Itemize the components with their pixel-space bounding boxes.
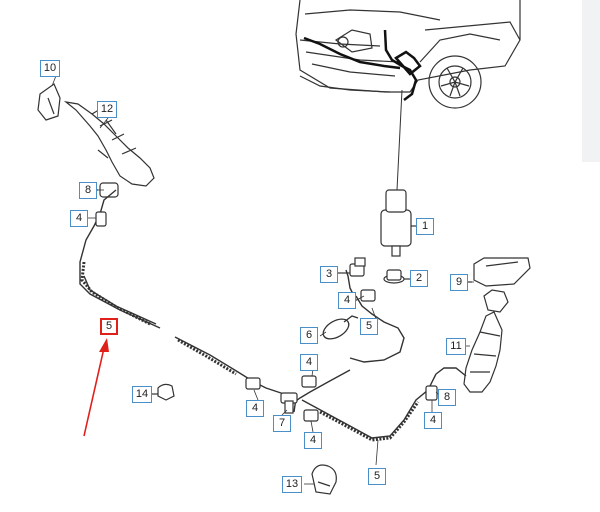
callout-11[interactable]: 11 — [446, 338, 466, 355]
callout-10[interactable]: 10 — [40, 60, 60, 77]
callout-5-b[interactable]: 5 — [360, 318, 378, 335]
highlight-arrow — [83, 338, 109, 437]
callout-4-c[interactable]: 4 — [300, 354, 318, 371]
callout-9[interactable]: 9 — [450, 274, 468, 291]
callout-8-b[interactable]: 8 — [438, 389, 456, 406]
t-piece-part — [280, 392, 298, 414]
callout-12[interactable]: 12 — [97, 101, 117, 118]
callout-4-f[interactable]: 4 — [424, 412, 442, 429]
hose-connectors — [95, 211, 438, 422]
vehicle-illustration — [295, 0, 521, 109]
callout-4-d[interactable]: 4 — [246, 400, 264, 417]
callout-14[interactable]: 14 — [132, 386, 152, 403]
grommet-part — [383, 269, 412, 284]
callout-5-c[interactable]: 5 — [368, 468, 386, 485]
callout-1[interactable]: 1 — [416, 218, 434, 235]
callout-leaders — [51, 67, 474, 485]
retaining-strap-part — [322, 315, 359, 340]
callout-13[interactable]: 13 — [282, 476, 302, 493]
right-nozzle-assembly — [463, 257, 531, 393]
elbow-connector-part — [338, 257, 366, 277]
callout-4-b[interactable]: 4 — [338, 292, 356, 309]
callout-4-a[interactable]: 4 — [70, 210, 88, 227]
washer-pump-part — [380, 189, 418, 257]
callout-8-a[interactable]: 8 — [79, 182, 97, 199]
side-panel — [582, 0, 600, 162]
callout-7[interactable]: 7 — [273, 415, 291, 432]
clip-part-14 — [150, 383, 175, 401]
callout-2[interactable]: 2 — [410, 270, 428, 287]
left-nozzle-assembly — [37, 83, 155, 198]
callout-4-e[interactable]: 4 — [304, 432, 322, 449]
pump-leader-line — [396, 89, 403, 191]
callout-3[interactable]: 3 — [320, 266, 338, 283]
vehicle-hose-route — [303, 29, 422, 101]
corrugated-hose-texture — [80, 261, 420, 442]
callout-5-highlighted[interactable]: 5 — [100, 318, 118, 335]
clip-part-13 — [311, 464, 337, 495]
callout-6[interactable]: 6 — [300, 327, 318, 344]
